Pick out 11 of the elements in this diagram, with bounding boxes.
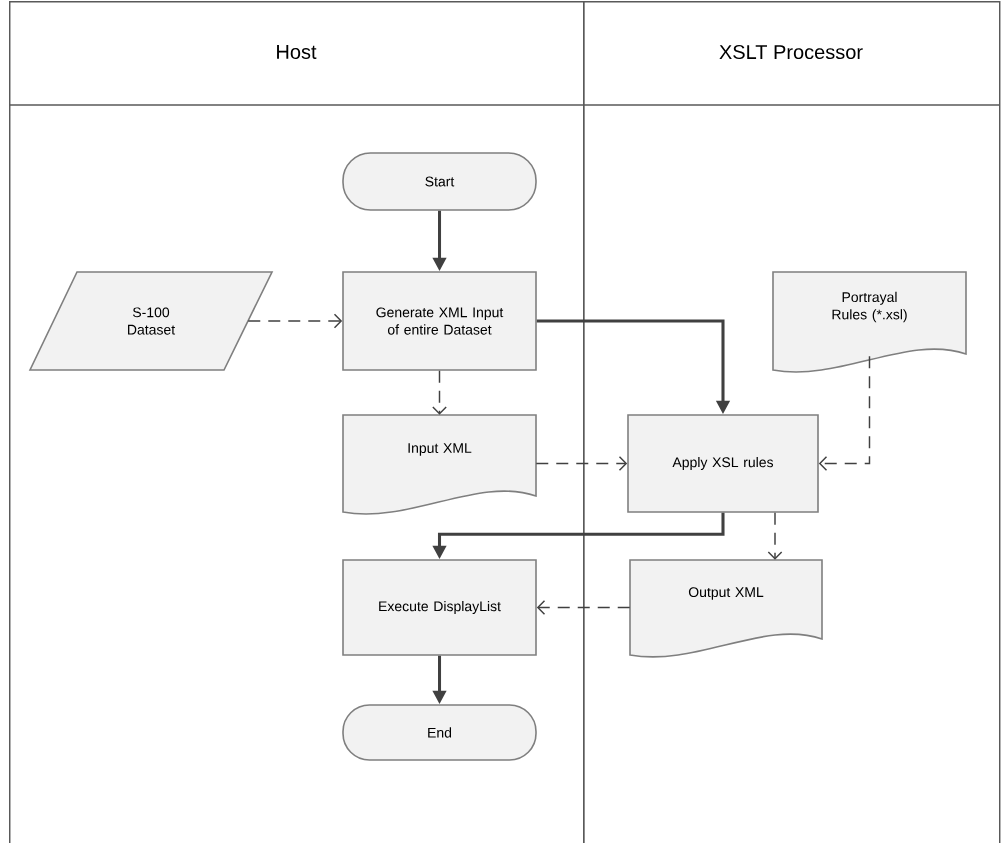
process-box: Execute DisplayList <box>342 559 537 656</box>
arrow <box>767 512 783 560</box>
arrow <box>818 355 871 471</box>
arrow <box>432 370 447 415</box>
arrow <box>247 313 343 329</box>
process-box: Generate XML Input of entire Dataset <box>342 271 537 371</box>
arrow <box>535 456 628 471</box>
lane-title: Host <box>277 45 317 59</box>
process-box: Apply XSL rules <box>627 414 819 513</box>
lane-title: XSLT Processor <box>719 44 863 60</box>
arrow <box>536 600 631 615</box>
